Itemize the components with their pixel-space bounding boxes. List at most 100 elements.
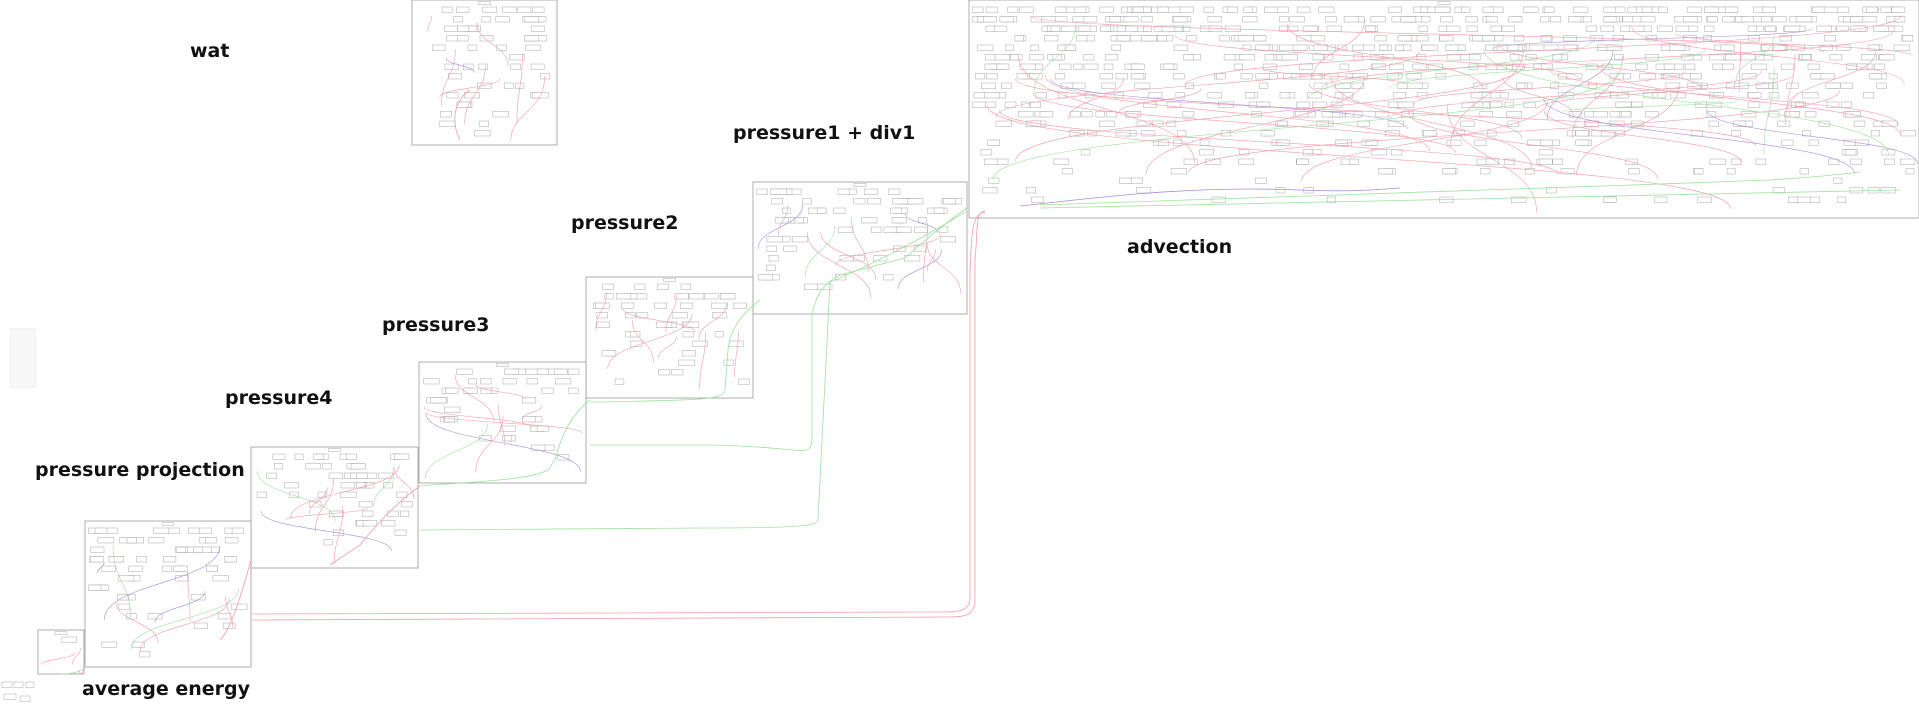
graph-node[interactable] (1029, 54, 1044, 61)
graph-node[interactable] (1496, 63, 1507, 70)
graph-node[interactable] (441, 6, 453, 13)
graph-node[interactable] (467, 44, 477, 51)
graph-node[interactable] (914, 245, 927, 252)
graph-node[interactable] (1708, 120, 1719, 127)
graph-node[interactable] (90, 556, 104, 563)
graph-node[interactable] (1538, 149, 1553, 156)
graph-node[interactable] (1543, 44, 1559, 51)
graph-node[interactable] (126, 613, 137, 620)
graph-node[interactable] (766, 245, 777, 252)
graph-node[interactable] (1704, 6, 1720, 13)
graph-node[interactable] (1134, 82, 1151, 89)
graph-node[interactable] (1726, 168, 1736, 175)
graph-node[interactable] (733, 302, 747, 309)
graph-node[interactable] (1615, 101, 1632, 108)
graph-node[interactable] (1568, 16, 1582, 23)
graph-node[interactable] (867, 198, 881, 205)
graph-node[interactable] (1255, 177, 1267, 184)
graph-node[interactable] (1054, 73, 1065, 80)
graph-node[interactable] (723, 359, 734, 366)
graph-node[interactable] (688, 293, 705, 300)
graph-node[interactable] (1296, 101, 1311, 108)
graph-node[interactable] (480, 378, 492, 385)
graph-node[interactable] (1486, 16, 1498, 23)
graph-node[interactable] (1850, 158, 1862, 165)
graph-node[interactable] (1255, 44, 1271, 51)
graph-node[interactable] (1795, 101, 1805, 108)
graph-node[interactable] (1395, 44, 1404, 51)
graph-node[interactable] (601, 350, 617, 357)
graph-node[interactable] (567, 368, 580, 375)
graph-node[interactable] (355, 482, 366, 489)
graph-node[interactable] (525, 44, 541, 51)
graph-node[interactable] (1238, 158, 1255, 165)
graph-node[interactable] (1161, 25, 1176, 32)
graph-node[interactable] (1560, 168, 1575, 175)
graph-node[interactable] (621, 302, 635, 309)
graph-node[interactable] (1147, 92, 1163, 99)
graph-node[interactable] (704, 293, 719, 300)
graph-node[interactable] (1825, 82, 1841, 89)
graph-node[interactable] (1658, 6, 1668, 13)
graph-node[interactable] (309, 501, 322, 508)
graph-node[interactable] (1628, 25, 1645, 32)
graph-node[interactable] (230, 603, 248, 610)
graph-node[interactable] (1845, 149, 1857, 156)
graph-node[interactable] (1115, 73, 1129, 80)
graph-node[interactable] (313, 453, 324, 460)
graph-node[interactable] (982, 187, 998, 194)
graph-node[interactable] (678, 359, 695, 366)
graph-node[interactable] (1418, 25, 1428, 32)
graph-node[interactable] (1335, 82, 1351, 89)
graph-node[interactable] (1780, 63, 1794, 70)
graph-node[interactable] (1657, 25, 1673, 32)
graph-node[interactable] (1307, 92, 1322, 99)
graph-node[interactable] (496, 44, 507, 51)
graph-node[interactable] (1866, 6, 1878, 13)
graph-node[interactable] (504, 82, 514, 89)
graph-node[interactable] (1680, 54, 1694, 61)
graph-node[interactable] (671, 312, 688, 319)
graph-node[interactable] (1016, 73, 1028, 80)
graph-node[interactable] (1772, 16, 1787, 23)
graph-node[interactable] (117, 575, 135, 582)
graph-node[interactable] (981, 82, 997, 89)
graph-node[interactable] (19, 695, 31, 702)
graph-node[interactable] (1712, 63, 1724, 70)
graph-node[interactable] (1514, 35, 1525, 42)
graph-node[interactable] (1116, 35, 1131, 42)
graph-node[interactable] (1054, 6, 1067, 13)
graph-node[interactable] (768, 255, 779, 262)
graph-node[interactable] (1453, 130, 1466, 137)
graph-node[interactable] (940, 236, 956, 243)
graph-node[interactable] (1801, 54, 1811, 61)
graph-node[interactable] (1539, 139, 1553, 146)
graph-node[interactable] (1795, 16, 1813, 23)
graph-node[interactable] (212, 575, 229, 582)
graph-node[interactable] (1755, 82, 1769, 89)
graph-node[interactable] (1504, 101, 1514, 108)
graph-node[interactable] (1078, 25, 1091, 32)
graph-node[interactable] (94, 527, 108, 534)
graph-node[interactable] (1352, 73, 1368, 80)
graph-node[interactable] (1816, 25, 1832, 32)
graph-node[interactable] (771, 198, 783, 205)
graph-node[interactable] (1371, 63, 1387, 70)
graph-node[interactable] (1397, 82, 1409, 89)
graph-node[interactable] (1620, 25, 1631, 32)
graph-node[interactable] (1563, 35, 1577, 42)
graph-node[interactable] (682, 331, 694, 338)
graph-node[interactable] (888, 188, 901, 195)
graph-node[interactable] (1527, 139, 1541, 146)
graph-node[interactable] (1362, 44, 1375, 51)
graph-node[interactable] (907, 198, 924, 205)
graph-node[interactable] (526, 378, 539, 385)
graph-node[interactable] (1747, 92, 1762, 99)
graph-node[interactable] (1768, 92, 1780, 99)
graph-node[interactable] (1720, 44, 1735, 51)
graph-node[interactable] (346, 453, 357, 460)
graph-node[interactable] (1789, 111, 1800, 118)
graph-node[interactable] (1755, 54, 1765, 61)
graph-node[interactable] (1688, 25, 1699, 32)
